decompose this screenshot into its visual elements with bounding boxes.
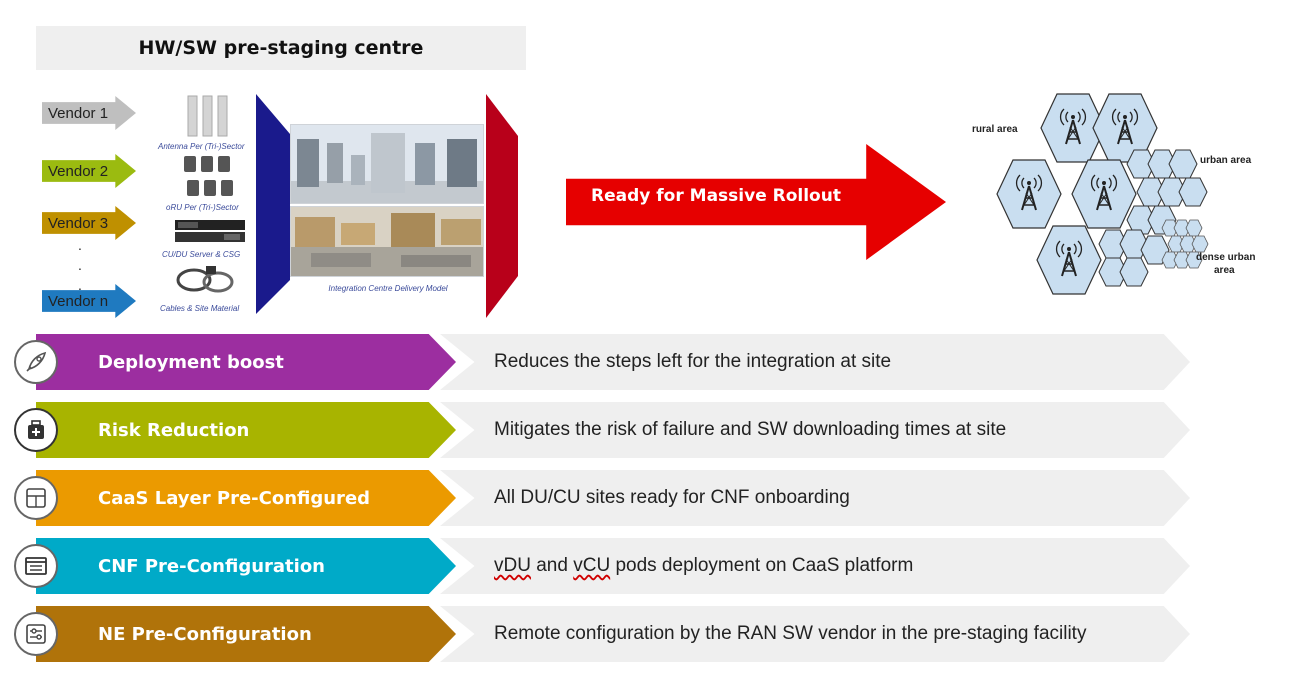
benefit-title-ne: NE Pre-Configuration [36, 606, 456, 662]
antenna-icon [187, 95, 228, 137]
benefit-description-caas: All DU/CU sites ready for CNF onboarding [440, 470, 1190, 526]
benefit-description-text: Mitigates the risk of failure and SW dow… [494, 419, 1007, 440]
large-cells [996, 93, 1158, 295]
ellipsis-dot: . [78, 257, 82, 273]
integration-centre-photo [290, 124, 484, 204]
medkit-icon [14, 408, 58, 452]
benefit-description-text: Reduces the steps left for the integrati… [494, 351, 892, 372]
vendor-2-arrow: Vendor 2 [42, 154, 136, 188]
vendor-n-label: Vendor n [48, 292, 109, 310]
benefit-title-deployment: Deployment boost [36, 334, 456, 390]
dense-urban-label-line2: area [1214, 265, 1235, 276]
vendor-n-arrow: Vendor n [42, 284, 136, 318]
rollout-label: Ready for Massive Rollout [591, 186, 841, 206]
benefit-description-deployment: Reduces the steps left for the integrati… [440, 334, 1190, 390]
rural-area-label: rural area [972, 124, 1018, 135]
page-title: HW/SW pre-staging centre [36, 26, 526, 70]
integration-entry-bar [256, 94, 290, 314]
vendor-1-label: Vendor 1 [48, 104, 109, 122]
vendor-2-label: Vendor 2 [48, 162, 109, 180]
vendor-1-arrow: Vendor 1 [42, 96, 136, 130]
dense-cells [1161, 219, 1209, 269]
benefit-description-ne: Remote configuration by the RAN SW vendo… [440, 606, 1190, 662]
integration-caption: Integration Centre Delivery Model [328, 284, 448, 293]
window-icon [14, 544, 58, 588]
ellipsis-dot: . [78, 237, 82, 253]
benefit-title-text: CaaS Layer Pre-Configured [98, 487, 371, 509]
benefit-title-text: Deployment boost [98, 351, 284, 373]
rocket-icon [14, 340, 58, 384]
vendor-3-label: Vendor 3 [48, 214, 109, 232]
integration-exit-bar [486, 94, 518, 318]
benefit-description-text: vDU and vCU pods deployment on CaaS plat… [494, 555, 913, 577]
ellipsis-dot: . [78, 277, 82, 293]
cell-coverage-diagram [996, 93, 1209, 295]
warehouse-photo [290, 206, 484, 277]
benefit-title-cnf: CNF Pre-Configuration [36, 538, 456, 594]
vendor-3-arrow: Vendor 3 [42, 206, 136, 240]
benefit-title-caas: CaaS Layer Pre-Configured [36, 470, 456, 526]
benefit-title-text: CNF Pre-Configuration [98, 555, 325, 577]
antenna-label: Antenna Per (Tri-)Sector [158, 142, 245, 151]
benefit-description-cnf: vDU and vCU pods deployment on CaaS plat… [440, 538, 1190, 594]
vcu-term: vCU [573, 555, 611, 576]
urban-area-label: urban area [1200, 155, 1252, 166]
oru-label: oRU Per (Tri-)Sector [166, 203, 239, 212]
oru-icon [184, 156, 233, 196]
server-icon [175, 220, 245, 242]
layout-icon [14, 476, 58, 520]
server-label: CU/DU Server & CSG [162, 250, 241, 259]
benefit-description-text: Remote configuration by the RAN SW vendo… [494, 623, 1087, 644]
benefit-title-text: Risk Reduction [98, 419, 250, 441]
benefit-description-risk: Mitigates the risk of failure and SW dow… [440, 402, 1190, 458]
cables-icon [176, 266, 234, 293]
description-rest: pods deployment on CaaS platform [610, 555, 914, 576]
benefit-description-text: All DU/CU sites ready for CNF onboarding [494, 487, 850, 508]
small-cells [1098, 149, 1208, 287]
description-connector: and [530, 555, 574, 576]
vdu-term: vDU [494, 555, 531, 576]
cables-label: Cables & Site Material [160, 304, 240, 313]
benefit-title-text: NE Pre-Configuration [98, 623, 312, 645]
sliders-icon [14, 612, 58, 656]
dense-urban-label: dense urban [1196, 252, 1256, 263]
benefit-title-risk: Risk Reduction [36, 402, 456, 458]
